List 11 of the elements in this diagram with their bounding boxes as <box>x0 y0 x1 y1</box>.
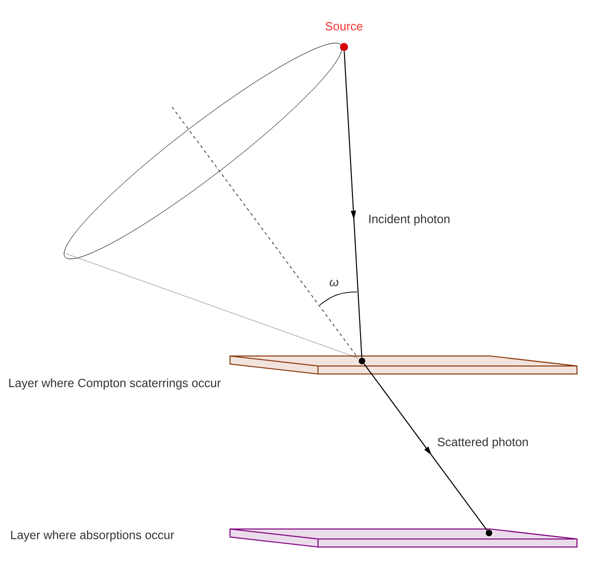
edge-label: Scattered photon <box>436 436 530 450</box>
layer-label: Layer where absorptions occur <box>11 530 174 542</box>
point-marker <box>340 43 348 51</box>
angle-label: ω <box>330 280 338 286</box>
arrow <box>344 50 362 358</box>
point-marker <box>486 530 492 536</box>
arrow <box>364 363 488 531</box>
point-marker <box>358 358 366 364</box>
edge-label: Incident photon <box>367 213 452 227</box>
layer-label: Layer where Compton scaterrings occur <box>9 378 221 390</box>
source-label: Source <box>326 22 362 30</box>
